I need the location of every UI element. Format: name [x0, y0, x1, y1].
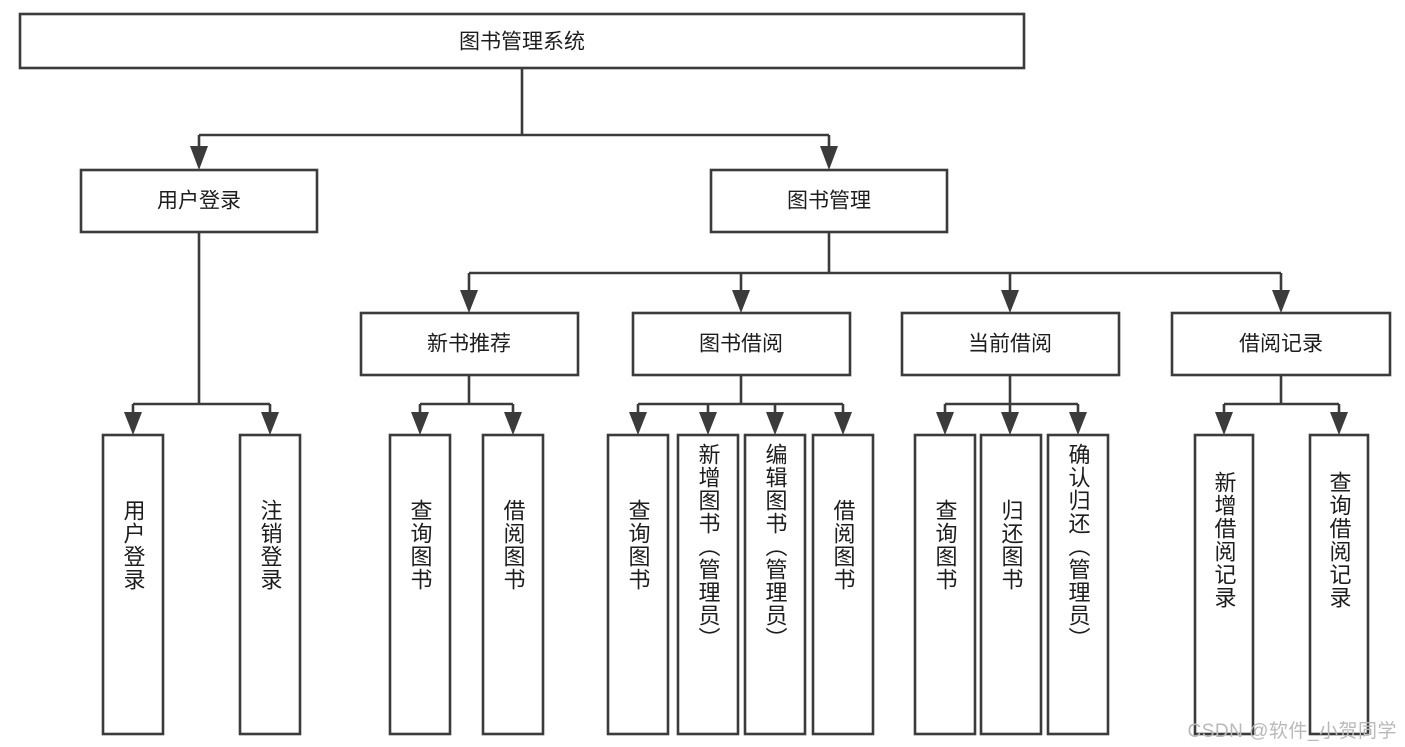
arrow-head-leaf-logout — [261, 412, 279, 435]
node-label-user-login: 用户登录 — [157, 190, 241, 213]
node-box-root[interactable] — [18, 12, 1026, 70]
node-layer: 图书管理系统 用户登录 图书管理 新书推荐 图书借阅 当前借阅 借阅记录 — [18, 12, 1392, 736]
node-box-leaf-confirm-return-admin[interactable] — [1046, 433, 1110, 736]
arrow-head-leaf-query-book-recommend — [411, 412, 429, 435]
node-box-leaf-borrow-book[interactable] — [811, 433, 875, 736]
node-box-book-borrow[interactable] — [631, 311, 852, 377]
arrow-head-leaf-add-book-admin — [699, 412, 717, 435]
node-box-leaf-query-borrow-record[interactable] — [1308, 433, 1370, 736]
arrow-head-leaf-query-borrow-record — [1330, 412, 1348, 435]
arrow-head-leaf-user-login — [124, 412, 142, 435]
arrow-head-new-book-recommend — [460, 290, 478, 313]
arrow-head-book-management — [820, 146, 838, 170]
arrow-head-leaf-edit-book-admin — [766, 412, 784, 435]
node-box-leaf-add-book-admin[interactable] — [676, 433, 740, 736]
node-box-leaf-query-book-borrow[interactable] — [606, 433, 670, 736]
node-label-current-borrow: 当前借阅 — [968, 333, 1052, 356]
node-box-leaf-query-book-current[interactable] — [913, 433, 977, 736]
node-box-leaf-borrow-book-recommend[interactable] — [481, 433, 545, 736]
node-box-leaf-user-login[interactable] — [101, 433, 165, 736]
node-box-current-borrow[interactable] — [900, 311, 1121, 377]
node-box-leaf-add-borrow-record[interactable] — [1193, 433, 1255, 736]
node-label-book-borrow: 图书借阅 — [699, 333, 783, 356]
node-label-book-management: 图书管理 — [787, 190, 871, 213]
arrow-head-leaf-borrow-book-recommend — [504, 412, 522, 435]
node-box-user-login[interactable] — [79, 168, 319, 234]
arrow-head-current-borrow — [1001, 290, 1019, 313]
node-label-borrow-record: 借阅记录 — [1239, 333, 1323, 356]
node-box-borrow-record[interactable] — [1170, 311, 1392, 377]
node-box-leaf-return-book[interactable] — [979, 433, 1043, 736]
arrow-head-leaf-borrow-book — [834, 412, 852, 435]
connector-layer — [124, 68, 1348, 435]
node-box-leaf-query-book-recommend[interactable] — [388, 433, 452, 736]
node-label-root: 图书管理系统 — [459, 31, 585, 54]
node-box-leaf-edit-book-admin[interactable] — [743, 433, 807, 736]
node-box-new-book-recommend[interactable] — [359, 311, 580, 377]
node-box-book-management[interactable] — [709, 168, 949, 234]
arrow-head-borrow-record — [1272, 290, 1290, 313]
watermark-text: CSDN @软件_小贺同学 — [1187, 721, 1397, 742]
arrow-head-leaf-confirm-return-admin — [1069, 412, 1087, 435]
arrow-head-leaf-return-book — [1001, 412, 1019, 435]
arrow-head-leaf-query-book-borrow — [629, 412, 647, 435]
arrow-head-book-borrow — [732, 290, 750, 313]
arrow-head-leaf-query-book-current — [936, 412, 954, 435]
node-box-leaf-logout[interactable] — [238, 433, 302, 736]
arrow-head-user-login — [190, 146, 208, 170]
arrow-head-leaf-add-borrow-record — [1215, 412, 1233, 435]
node-label-new-book-recommend: 新书推荐 — [427, 333, 511, 356]
